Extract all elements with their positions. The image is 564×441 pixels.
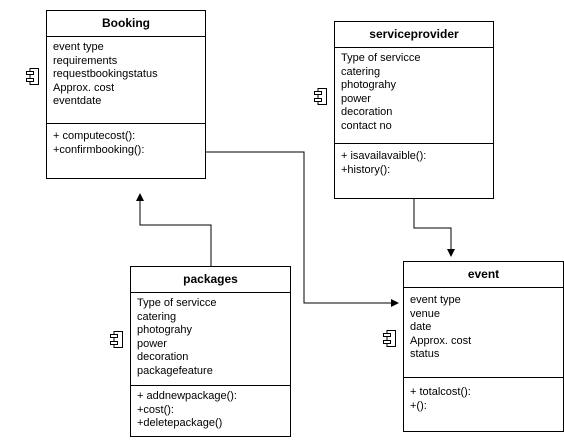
attribute-item: Approx. cost [410, 334, 472, 347]
class-serviceprovider[interactable]: serviceprovider Type of servicce caterin… [314, 21, 494, 199]
class-serviceprovider-operations: + isavailavaible(): +history(): [335, 144, 493, 183]
connector-booking-event [206, 151, 399, 307]
attribute-item: photograhy [137, 324, 193, 337]
class-event-name: event [404, 262, 563, 288]
operation-item: + addnewpackage(): [137, 390, 237, 402]
attribute-item: catering [341, 65, 381, 78]
attribute-item: Type of servicce [341, 52, 421, 64]
attribute-item: decoration [341, 106, 393, 119]
operation-item: +history(): [341, 163, 391, 176]
operation-item: +confirmbooking(): [53, 143, 145, 156]
component-icon [383, 330, 396, 347]
class-packages-attributes: Type of servicce catering photograhy pow… [110, 293, 290, 386]
attribute-item: event type [410, 294, 461, 306]
attribute-item: catering [137, 310, 177, 323]
attribute-item: requirements [53, 54, 118, 67]
class-event-attributes: event type venue date Approx. cost statu… [383, 288, 563, 378]
class-booking-attributes: event type requirements requestbookingst… [26, 37, 205, 124]
component-icon [314, 88, 327, 105]
connector-packages-booking [136, 193, 212, 266]
class-booking[interactable]: Booking event type requirements requestb… [26, 10, 206, 179]
class-booking-name: Booking [47, 11, 205, 37]
attribute-item: power [341, 92, 371, 105]
component-icon [110, 331, 123, 348]
attribute-item: decoration [137, 351, 189, 364]
attribute-item: date [410, 321, 432, 334]
class-event-operations: + totalcost(): +(): [404, 378, 563, 419]
operation-item: +deletepackage() [137, 417, 223, 430]
attribute-item: status [410, 348, 440, 361]
class-event[interactable]: event event type venue date Approx. cost… [383, 261, 564, 432]
class-packages-name: packages [131, 267, 290, 293]
operation-item: + computecost(): [53, 130, 136, 142]
attribute-item: event type [53, 41, 104, 53]
attribute-item: eventdate [53, 95, 102, 108]
operation-item: + totalcost(): [410, 386, 471, 398]
component-icon [26, 68, 39, 85]
class-serviceprovider-attributes: Type of servicce catering photograhy pow… [314, 48, 493, 144]
attribute-item: packagefeature [137, 364, 213, 377]
attribute-item: photograhy [341, 79, 397, 92]
class-serviceprovider-name: serviceprovider [335, 22, 493, 48]
attribute-item: power [137, 337, 167, 350]
operation-item: + isavailavaible(): [341, 150, 427, 162]
class-booking-operations: + computecost(): +confirmbooking(): [47, 124, 205, 163]
attribute-item: venue [410, 307, 440, 320]
connector-serviceprovider-event [413, 199, 455, 257]
attribute-item: contact no [341, 119, 392, 132]
attribute-item: requestbookingstatus [53, 68, 158, 81]
class-packages-operations: + addnewpackage(): +cost(): +deletepacka… [131, 386, 290, 437]
operation-item: +(): [410, 399, 427, 412]
operation-item: +cost(): [137, 403, 174, 416]
attribute-item: Type of servicce [137, 297, 217, 309]
attribute-item: Approx. cost [53, 81, 115, 94]
class-packages[interactable]: packages Type of servicce catering photo… [110, 266, 291, 437]
